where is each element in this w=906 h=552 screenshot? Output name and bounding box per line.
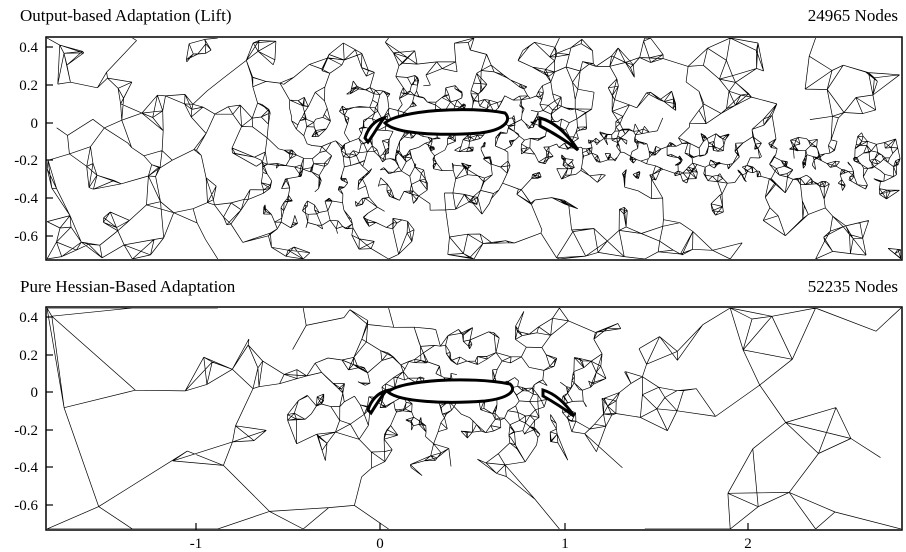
y-tick-label: -0.4 [14, 191, 38, 207]
y-tick-label: 0 [31, 385, 39, 401]
top-panel-title: Output-based Adaptation (Lift) [20, 6, 232, 25]
bottom-panel: 0.4 0.2 0 -0.2 -0.4 -0.6 -1 0 1 2 [14, 306, 903, 552]
y-tick-label: 0 [31, 116, 39, 132]
x-tick-label: 1 [561, 536, 569, 552]
bottom-y-axis: 0.4 0.2 0 -0.2 -0.4 -0.6 [14, 310, 53, 514]
top-y-axis: 0.4 0.2 0 -0.2 -0.4 -0.6 [14, 40, 53, 245]
x-tick-label: 0 [376, 536, 384, 552]
y-tick-label: 0.2 [19, 78, 38, 94]
y-tick-label: 0.4 [19, 40, 38, 56]
top-mesh [47, 38, 901, 259]
x-tick-label: 2 [744, 536, 752, 552]
bottom-plot-frame [45, 306, 903, 531]
y-tick-label: -0.4 [14, 460, 38, 476]
bottom-flap [541, 387, 576, 418]
y-tick-label: 0.2 [19, 348, 38, 364]
bottom-main-element [385, 378, 515, 404]
top-plot-frame [45, 36, 903, 261]
bottom-slat [366, 388, 391, 416]
y-tick-label: 0.4 [19, 310, 38, 326]
bottom-x-axis: -1 0 1 2 [190, 523, 752, 552]
top-main-element [382, 108, 510, 136]
bottom-panel-title: Pure Hessian-Based Adaptation [20, 277, 236, 296]
top-panel: 0.4 0.2 0 -0.2 -0.4 -0.6 [14, 36, 903, 261]
y-tick-label: -0.2 [14, 423, 38, 439]
y-tick-label: -0.6 [14, 229, 38, 245]
top-flap [538, 116, 580, 152]
x-tick-label: -1 [190, 536, 203, 552]
mesh-edges [47, 38, 901, 259]
y-tick-label: -0.2 [14, 153, 38, 169]
top-panel-node-count: 24965 Nodes [807, 6, 898, 25]
y-tick-label: -0.6 [14, 498, 38, 514]
top-slat [363, 115, 388, 145]
bottom-panel-node-count: 52235 Nodes [807, 277, 898, 296]
